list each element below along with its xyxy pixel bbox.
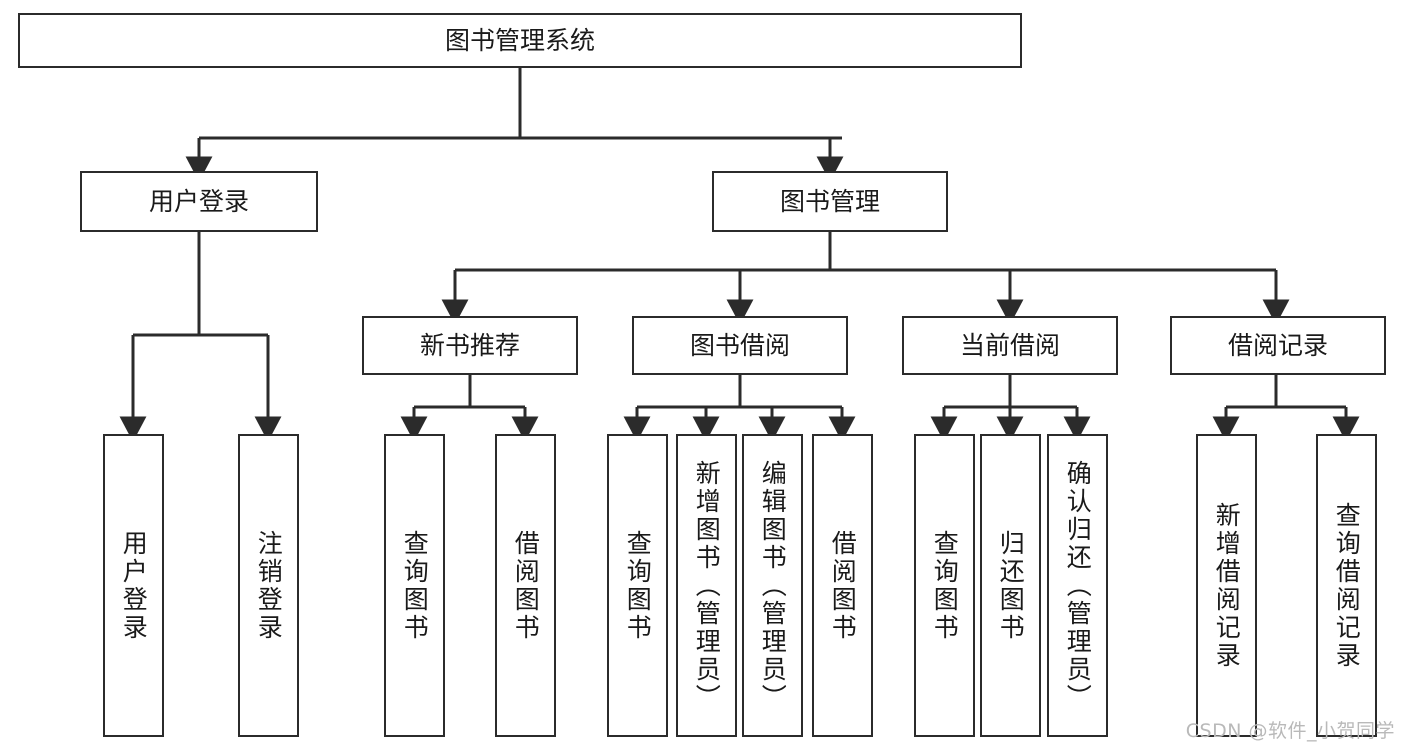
node-current-borrow-label: 当前借阅 xyxy=(959,330,1060,360)
node-book-manage-label: 图书管理 xyxy=(779,186,880,216)
leaf-borrow-book-2[interactable]: 借阅图书 xyxy=(812,434,873,737)
leaf-query-book-1[interactable]: 查询图书 xyxy=(384,434,445,737)
leaf-query-book-2-label: 查询图书 xyxy=(623,529,653,642)
node-current-borrow[interactable]: 当前借阅 xyxy=(902,316,1118,375)
leaf-user-login[interactable]: 用户登录 xyxy=(103,434,164,737)
node-book-borrow-label: 图书借阅 xyxy=(689,330,790,360)
node-new-book-recommend-label: 新书推荐 xyxy=(419,330,520,360)
leaf-return-book[interactable]: 归还图书 xyxy=(980,434,1041,737)
leaf-borrow-book-1-label: 借阅图书 xyxy=(511,529,541,642)
leaf-add-record-label: 新增借阅记录 xyxy=(1212,501,1242,670)
leaf-add-book[interactable]: 新增图书（管理员） xyxy=(676,434,737,737)
leaf-edit-book-label: 编辑图书（管理员） xyxy=(758,459,788,712)
node-root-label: 图书管理系统 xyxy=(444,25,595,55)
node-book-borrow[interactable]: 图书借阅 xyxy=(632,316,848,375)
leaf-user-logout-label: 注销登录 xyxy=(254,529,284,642)
leaf-confirm-return-label: 确认归还（管理员） xyxy=(1063,459,1093,712)
leaf-add-book-label: 新增图书（管理员） xyxy=(692,459,722,712)
leaf-borrow-book-2-label: 借阅图书 xyxy=(828,529,858,642)
leaf-query-record-label: 查询借阅记录 xyxy=(1332,501,1362,670)
leaf-user-login-label: 用户登录 xyxy=(119,529,149,642)
node-book-manage[interactable]: 图书管理 xyxy=(712,171,948,232)
leaf-query-book-1-label: 查询图书 xyxy=(400,529,430,642)
node-root[interactable]: 图书管理系统 xyxy=(18,13,1022,68)
node-user-login-label: 用户登录 xyxy=(148,186,249,216)
node-borrow-record-label: 借阅记录 xyxy=(1227,330,1328,360)
leaf-confirm-return[interactable]: 确认归还（管理员） xyxy=(1047,434,1108,737)
leaf-add-record[interactable]: 新增借阅记录 xyxy=(1196,434,1257,737)
node-user-login[interactable]: 用户登录 xyxy=(80,171,318,232)
leaf-edit-book[interactable]: 编辑图书（管理员） xyxy=(742,434,803,737)
leaf-borrow-book-1[interactable]: 借阅图书 xyxy=(495,434,556,737)
leaf-query-record[interactable]: 查询借阅记录 xyxy=(1316,434,1377,737)
node-borrow-record[interactable]: 借阅记录 xyxy=(1170,316,1386,375)
leaf-query-book-3-label: 查询图书 xyxy=(930,529,960,642)
leaf-user-logout[interactable]: 注销登录 xyxy=(238,434,299,737)
leaf-query-book-2[interactable]: 查询图书 xyxy=(607,434,668,737)
leaf-return-book-label: 归还图书 xyxy=(996,529,1026,642)
leaf-query-book-3[interactable]: 查询图书 xyxy=(914,434,975,737)
csdn-watermark: CSDN @软件_小贺同学 xyxy=(1185,720,1395,742)
node-new-book-recommend[interactable]: 新书推荐 xyxy=(362,316,578,375)
